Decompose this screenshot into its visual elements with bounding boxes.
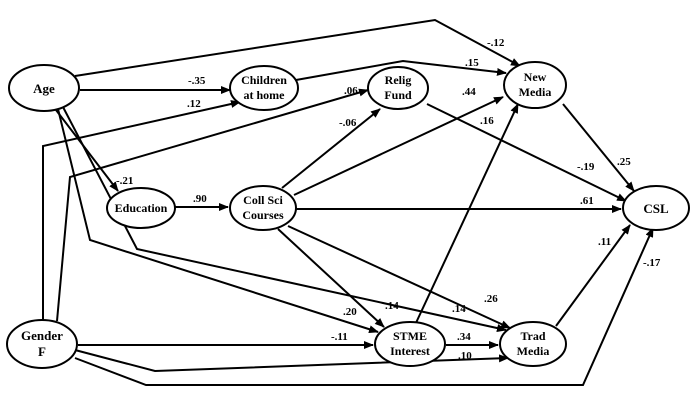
edge-newmedia-csl bbox=[562, 103, 635, 192]
coef-education-collsci: .90 bbox=[193, 193, 207, 205]
edge-collsci-relig bbox=[281, 108, 381, 189]
coef-gender-csl: -.17 bbox=[643, 257, 661, 269]
coef-age-stme: .20 bbox=[343, 306, 357, 318]
node-stme: STME Interest bbox=[374, 321, 446, 367]
edge-gender-children bbox=[42, 100, 241, 320]
coef-collsci-stme: .14 bbox=[385, 300, 399, 312]
edge-children-newmedia bbox=[295, 59, 507, 81]
edge-age-education bbox=[55, 109, 119, 192]
coef-gender-children: .12 bbox=[187, 98, 201, 110]
coef-collsci-csl: .61 bbox=[580, 195, 594, 207]
coef-collsci-relig: -.06 bbox=[339, 117, 357, 129]
node-children-label-1: Children bbox=[241, 73, 287, 87]
nodes: Age Children at home Relig Fund New Medi… bbox=[6, 61, 690, 369]
coef-collsci-tradmedia: .26 bbox=[484, 293, 498, 305]
edge-age-tradmedia bbox=[62, 106, 507, 332]
node-tradmedia: Trad Media bbox=[499, 321, 567, 367]
node-collsci-label-2: Courses bbox=[242, 208, 284, 222]
node-newmedia: New Media bbox=[503, 61, 567, 109]
coef-age-newmedia: -.12 bbox=[487, 37, 505, 49]
node-newmedia-label-1: New bbox=[524, 70, 547, 84]
node-csl-label: CSL bbox=[643, 201, 669, 216]
node-children: Children at home bbox=[229, 65, 299, 111]
node-tradmedia-label-2: Media bbox=[517, 344, 550, 358]
node-stme-label-2: Interest bbox=[390, 344, 430, 358]
coef-gender-stme: -.11 bbox=[331, 331, 348, 343]
node-education-label: Education bbox=[115, 201, 168, 215]
edge-tradmedia-csl bbox=[555, 224, 631, 327]
node-tradmedia-label-1: Trad bbox=[520, 329, 545, 343]
coef-gender-tradmedia: .10 bbox=[458, 350, 472, 362]
coef-newmedia-csl: .25 bbox=[617, 156, 631, 168]
edge-gender-csl bbox=[74, 227, 654, 386]
coef-stme-newmedia: .16 bbox=[480, 115, 494, 127]
node-relig-label-2: Fund bbox=[384, 88, 412, 102]
edge-gender-relig bbox=[56, 88, 369, 322]
coef-relig-csl: -.19 bbox=[577, 161, 595, 173]
node-collsci-label-1: Coll Sci bbox=[243, 193, 283, 207]
edge-collsci-tradmedia bbox=[287, 225, 511, 329]
coef-tradmedia-csl: .11 bbox=[598, 236, 611, 248]
node-gender: Gender F bbox=[6, 319, 78, 369]
coef-gender-relig: .06 bbox=[344, 85, 358, 97]
node-relig: Relig Fund bbox=[367, 66, 429, 110]
coef-collsci-newmedia: .44 bbox=[462, 86, 476, 98]
edge-age-stme bbox=[57, 108, 379, 334]
edge-age-newmedia bbox=[74, 18, 521, 77]
node-stme-label-1: STME bbox=[393, 329, 427, 343]
node-gender-label-1: Gender bbox=[21, 328, 63, 343]
node-gender-label-2: F bbox=[38, 344, 46, 359]
edge-relig-csl bbox=[426, 103, 627, 202]
node-newmedia-label-2: Media bbox=[519, 85, 552, 99]
node-age-label: Age bbox=[33, 81, 55, 96]
node-children-label-2: at home bbox=[244, 88, 286, 102]
coef-age-education: -.21 bbox=[116, 175, 133, 187]
node-collsci: Coll Sci Courses bbox=[229, 185, 297, 231]
node-age: Age bbox=[8, 64, 80, 112]
coef-age-children: -.35 bbox=[188, 75, 206, 87]
coefficient-labels: -.12 -.35 .15 .12 .06 -.21 .90 -.06 .44 … bbox=[116, 37, 661, 362]
edge-collsci-stme bbox=[277, 228, 385, 328]
edge-collsci-newmedia bbox=[293, 96, 504, 196]
node-relig-label-1: Relig bbox=[385, 73, 412, 87]
node-csl: CSL bbox=[622, 185, 690, 231]
node-education: Education bbox=[106, 187, 176, 229]
coef-age-tradmedia: .14 bbox=[452, 303, 466, 315]
coef-children-newmedia: .15 bbox=[465, 57, 479, 69]
coef-stme-tradmedia: .34 bbox=[457, 331, 471, 343]
